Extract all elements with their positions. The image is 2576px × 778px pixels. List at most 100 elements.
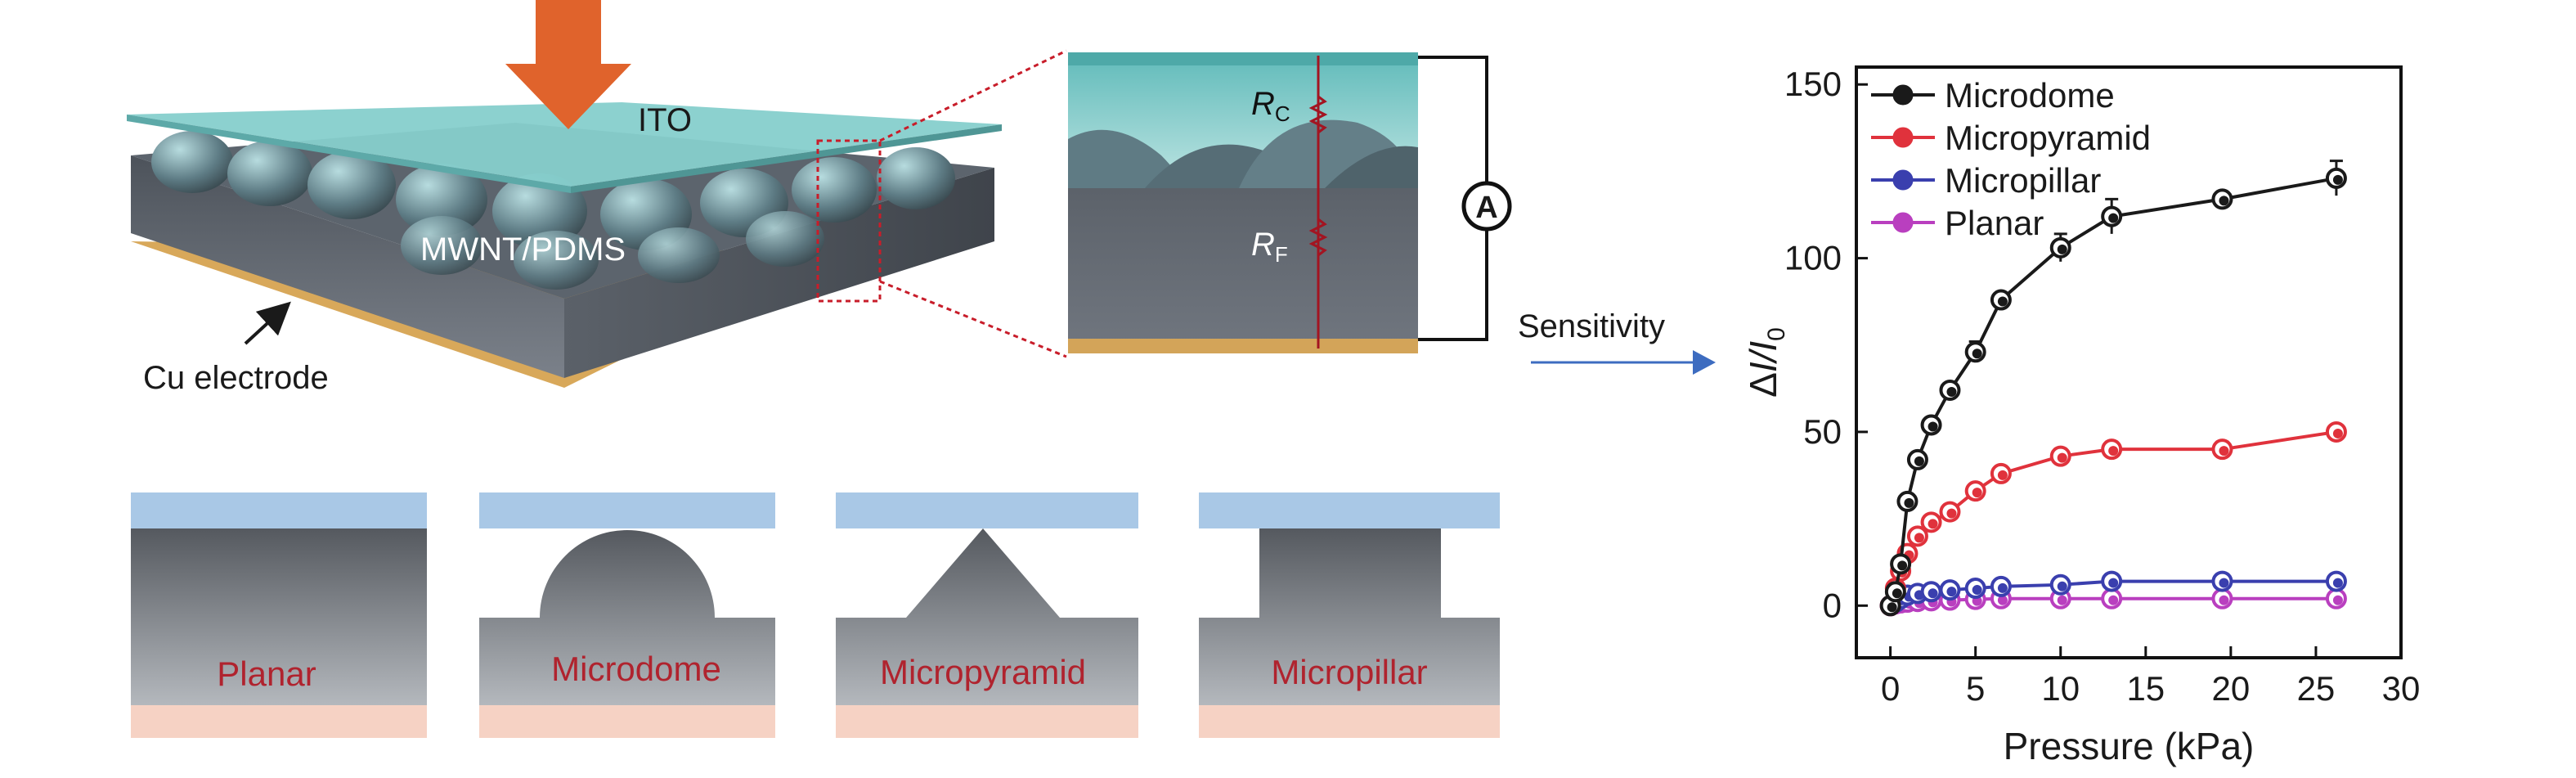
microdome-array (151, 131, 955, 290)
ito-layer (127, 102, 1002, 187)
data-point-fill (1946, 386, 1957, 397)
data-point-fill (1928, 519, 1938, 529)
x-tick-label: 15 (2126, 669, 2165, 708)
data-point-fill (2108, 446, 2119, 456)
data-point-fill (1997, 582, 2008, 593)
sensitivity-arrow-head-icon (1693, 350, 1716, 375)
legend-label: Microdome (1945, 76, 2115, 115)
data-point-fill (2332, 174, 2343, 185)
data-point-fill (2057, 452, 2067, 463)
plot-frame (1855, 65, 2403, 659)
legend-label: Micropyramid (1945, 119, 2151, 157)
data-point-fill (2057, 581, 2067, 591)
x-tick-label: 10 (2041, 669, 2080, 708)
data-point-fill (2219, 595, 2229, 605)
data-point-fill (1972, 585, 1982, 596)
y-tick-label: 0 (1823, 586, 1842, 624)
zoom-film (1068, 173, 1418, 342)
series-layer (1879, 160, 2347, 617)
profile-label: Micropillar (1271, 653, 1427, 691)
data-point-fill (1914, 533, 1924, 543)
sensitivity-label: Sensitivity (1518, 308, 1665, 344)
zoom-region-box (816, 139, 882, 303)
x-axis-label: Pressure (kPa) (2004, 725, 2255, 767)
x-tick-label: 25 (2297, 669, 2336, 708)
data-point-fill (1914, 456, 1924, 466)
x-tick-label: 20 (2212, 669, 2251, 708)
data-point-fill (1928, 588, 1938, 599)
data-point-fill (1972, 349, 1982, 359)
film-front-face (131, 155, 564, 378)
x-axis-ticks: 0 5 10 15 20 25 30 (1881, 646, 2420, 708)
sensitivity-arrow: Sensitivity (1518, 308, 1716, 375)
profiles-row: Planar Microdome Micropyramid Micropilla… (131, 492, 1500, 738)
data-point-fill (1897, 560, 1908, 571)
data-point-fill (2108, 595, 2119, 605)
data-point-fill (2219, 196, 2229, 206)
data-point-fill (2332, 428, 2343, 438)
zoom-cu (1068, 339, 1418, 353)
y-tick-label: 100 (1784, 239, 1842, 277)
data-point-fill (2108, 213, 2119, 223)
profile-microdome: Microdome (479, 492, 775, 738)
data-point-fill (1997, 296, 2008, 307)
resistor-rf-icon (1308, 218, 1328, 257)
series-microdome (1879, 160, 2347, 617)
profile-label: Planar (217, 654, 316, 693)
legend-marker (1892, 127, 1914, 148)
film-right-face (564, 168, 994, 378)
data-point-fill (1928, 421, 1938, 432)
legend-label: Micropillar (1945, 161, 2101, 200)
y-axis-ticks: 0 50 100 150 (1784, 65, 1868, 624)
data-point-fill (1997, 470, 2008, 480)
data-point-fill (1887, 602, 1897, 613)
ammeter-icon (1461, 181, 1512, 232)
zoom-ito-top-edge (1068, 52, 1418, 65)
ammeter-symbol: A (1475, 191, 1497, 225)
device-illustration: ITO MWNT/PDMS Cu electrode (127, 0, 1067, 396)
data-point-fill (1972, 488, 1982, 498)
x-tick-label: 0 (1881, 669, 1900, 708)
data-point-fill (2332, 595, 2343, 605)
profile-micropyramid: Micropyramid (836, 492, 1138, 738)
zoom-domes (1068, 119, 1418, 188)
data-point-fill (2219, 446, 2229, 456)
rc-label: RC (1251, 86, 1290, 126)
legend-marker (1892, 169, 1914, 191)
press-arrow-icon (505, 0, 631, 129)
legend-marker (1892, 212, 1914, 233)
y-tick-label: 150 (1784, 65, 1842, 103)
cu-electrode-label: Cu electrode (143, 360, 329, 396)
data-point-fill (1946, 587, 1957, 597)
profile-planar: Planar (131, 492, 427, 738)
zoom-cross-section: RC RF A (1068, 52, 1512, 353)
y-axis-label: ΔI/I0 (1742, 327, 1790, 398)
profile-micropillar: Micropillar (1199, 492, 1500, 738)
ito-layer-edge (127, 115, 571, 193)
y-tick-label: 50 (1803, 412, 1842, 451)
profile-label: Microdome (551, 650, 721, 688)
data-point-fill (2219, 578, 2229, 588)
cu-pointer-arrow (244, 301, 291, 345)
data-point-fill (2332, 578, 2343, 588)
rf-label: RF (1251, 227, 1288, 267)
film-label: MWNT/PDMS (420, 232, 626, 268)
legend-marker (1892, 84, 1914, 106)
profile-label: Micropyramid (880, 653, 1086, 691)
sensitivity-chart: 0 5 10 15 20 25 30 0 50 100 150 MicrodomeMicropyr… (1742, 65, 2420, 767)
data-point-fill (1946, 508, 1957, 519)
ito-layer-edge-right (571, 124, 1002, 193)
legend-label: Planar (1945, 204, 2044, 242)
ito-label: ITO (638, 102, 692, 138)
x-tick-label: 30 (2382, 669, 2421, 708)
data-point-fill (2057, 595, 2067, 605)
data-point-fill (1904, 497, 1914, 508)
zoom-line-top (879, 49, 1067, 142)
data-point-fill (1892, 588, 1902, 599)
data-point-fill (1997, 595, 2008, 605)
data-point-fill (2108, 578, 2119, 588)
resistor-rc-icon (1308, 95, 1328, 134)
x-tick-label: 5 (1966, 669, 1985, 708)
